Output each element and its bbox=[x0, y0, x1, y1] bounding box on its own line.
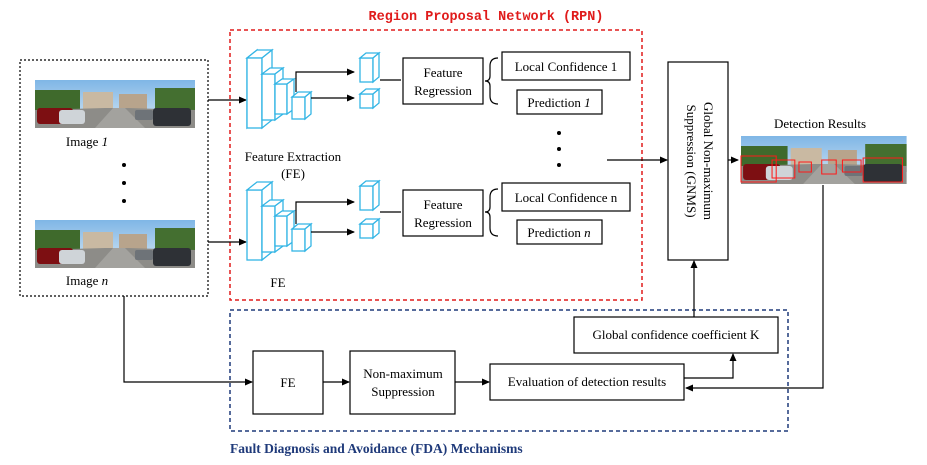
prediction-n-text: Prediction n bbox=[527, 225, 590, 240]
feature-regression-top-line2: Regression bbox=[414, 83, 472, 98]
fe-bottom-label: FE bbox=[270, 275, 285, 290]
fda-box bbox=[229, 309, 789, 432]
rpn-title: Region Proposal Network (RPN) bbox=[369, 10, 604, 25]
image-1-label: Image 1 bbox=[66, 134, 108, 149]
input-images-box bbox=[19, 59, 209, 297]
fe-top-branch-up bbox=[295, 68, 355, 92]
ellipsis-dot bbox=[557, 131, 561, 135]
fda-nms-line2: Suppression bbox=[371, 384, 435, 399]
fda-nms-line1: Non-maximum bbox=[363, 366, 442, 381]
evaluation-box bbox=[489, 363, 685, 401]
local-confidence-n-box bbox=[501, 182, 631, 212]
fe-network-top bbox=[245, 48, 381, 130]
fe-top-label-sub: (FE) bbox=[281, 166, 305, 181]
prediction-n-box bbox=[516, 219, 603, 245]
detection-results-label: Detection Results bbox=[774, 116, 866, 131]
fe-bottom-branch-up bbox=[295, 198, 355, 224]
feature-regression-bottom-box bbox=[402, 189, 484, 237]
local-confidence-n-text: Local Confidence n bbox=[515, 190, 618, 205]
fda-fe-box bbox=[252, 350, 324, 415]
feature-regression-bottom-line1: Feature bbox=[424, 197, 463, 212]
prediction-1-text: Prediction 1 bbox=[527, 95, 590, 110]
image-n-label: Image n bbox=[66, 273, 108, 288]
evaluation-text: Evaluation of detection results bbox=[508, 374, 666, 389]
arrow-evaluation-to-global-confidence bbox=[684, 353, 737, 379]
svg-text:Global Non-maximum: Global Non-maximum bbox=[701, 102, 716, 220]
local-confidence-1-text: Local Confidence 1 bbox=[515, 59, 618, 74]
rpn-box bbox=[229, 29, 643, 301]
fe-top-label: Feature Extraction bbox=[245, 149, 342, 164]
ellipsis-dot bbox=[122, 181, 126, 185]
fda-fe-text: FE bbox=[280, 375, 295, 390]
feature-regression-top-line1: Feature bbox=[424, 65, 463, 80]
ellipsis-dot bbox=[122, 199, 126, 203]
arrow-input-to-fda-fe bbox=[123, 296, 253, 386]
ellipsis-dot bbox=[122, 163, 126, 167]
global-confidence-text: Global confidence coefficient K bbox=[593, 327, 760, 342]
gnms-text: Global Non-maximum Suppression (GNMS) bbox=[684, 102, 716, 220]
global-confidence-box bbox=[573, 316, 779, 354]
prediction-1-box bbox=[516, 89, 603, 115]
svg-text:Suppression (GNMS): Suppression (GNMS) bbox=[684, 104, 699, 217]
ellipsis-dot bbox=[557, 147, 561, 151]
ellipsis-dot bbox=[557, 163, 561, 167]
feature-regression-top-box bbox=[402, 57, 484, 105]
arrow-detection-to-evaluation bbox=[685, 185, 824, 392]
input-image-n bbox=[35, 220, 195, 268]
brace-bottom bbox=[484, 188, 499, 237]
fda-nms-box bbox=[349, 350, 456, 415]
gnms-box bbox=[667, 61, 729, 261]
fe-network-bottom bbox=[245, 179, 381, 262]
fda-title: Fault Diagnosis and Avoidance (FDA) Mech… bbox=[230, 441, 523, 456]
local-confidence-1-box bbox=[501, 51, 631, 81]
detection-results-image bbox=[740, 136, 907, 184]
feature-regression-bottom-line2: Regression bbox=[414, 215, 472, 230]
brace-top bbox=[484, 57, 499, 105]
input-image-1 bbox=[35, 80, 195, 128]
